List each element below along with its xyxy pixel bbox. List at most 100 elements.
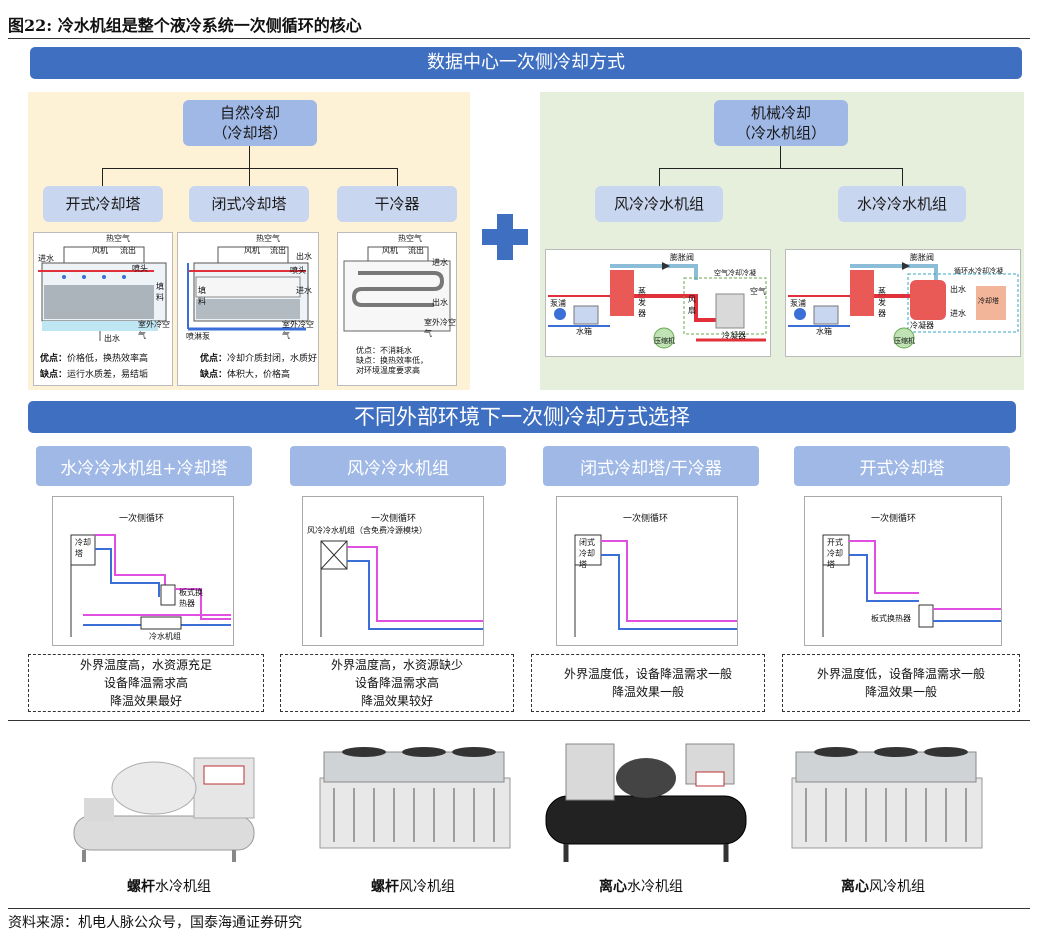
option-title-1: 水冷冷水机组+冷却塔 [36,446,252,486]
label-out: 流出 [120,246,136,255]
section2-banner: 不同外部环境下一次侧冷却方式选择 [28,401,1016,433]
label-chiller: 冷水机组 [149,632,181,641]
label-expansion-valve: 膨胀阀 [910,253,934,262]
product-label-4: 离心风冷机组 [841,879,925,895]
label-cooling-tower: 冷却塔 [75,538,91,558]
label-open-tower: 开式冷却塔 [827,538,843,569]
label-cold-air: 室外冷空气 [282,320,314,340]
note-line: 外界温度低，设备降温需求一般 [563,667,732,681]
label-water-condenser: 循环水冷却冷凝 [954,267,1003,275]
label-water-in: 进水 [38,254,54,263]
label-evaporator: 蒸发器 [878,287,886,318]
label-nozzle: 喷头 [290,266,306,275]
connector [902,168,903,186]
label-spray-pump: 喷淋泵 [186,332,210,341]
diagram-title: 一次侧循环 [871,514,917,524]
option-diagram-3: 一次侧循环 闭式冷却塔 [556,496,738,646]
note-line: 设备降温需求高 [354,676,439,690]
label-water-out: 出水 [104,334,120,343]
label-plate-exchanger: 板式换热器 [179,588,203,608]
diagram-title: 一次侧循环 [371,514,417,524]
label-water-out: 出水 [432,298,448,307]
dry-cooler-diagram [343,246,451,332]
air-chiller-card: 膨胀阀 空气冷却冷凝 泵浦 水箱 蒸发器 风扇 冷凝器 压缩机 空气 [545,249,771,357]
dry-cooler-pros: 优点：不消耗水 [356,346,412,355]
natural-cooling-root: 自然冷却 （冷却塔） [183,100,317,146]
open-tower-cons: 缺点：运行水质差，易结垢 [40,370,149,380]
closed-tower-node: 闭式冷却塔 [189,186,309,222]
option-note-2: 外界温度高，水资源缺少 设备降温需求高 降温效果较好 [280,654,514,712]
figure-title: 图22: 冷水机组是整个液冷系统一次侧循环的核心 [8,16,362,35]
connector [780,146,781,168]
note-line: 外界温度高，水资源充足 [79,658,212,672]
label-tank: 水箱 [816,327,832,336]
title-divider [8,38,1030,39]
label-hot-air: 热空气 [106,234,130,243]
closed-tower-card: 热空气 风机 流出 出水 喷头 填料 进水 喷淋泵 室外冷空气 优点：冷却介质封… [177,232,319,386]
dry-cooler-cons: 缺点：换热效率低， [356,356,428,365]
label-hot-air: 热空气 [256,234,280,243]
section-divider [8,720,1030,721]
label-condenser: 冷凝器 [910,321,934,330]
label-compressor: 压缩机 [894,337,915,345]
label-expansion-valve: 膨胀阀 [670,253,694,262]
dry-cooler-node: 干冷器 [337,186,457,222]
label-hot-air: 热空气 [398,234,422,243]
note-line: 设备降温需求高 [103,676,188,690]
label-water-out: 出水 [950,285,966,294]
option-note-4: 外界温度低，设备降温需求一般 降温效果一般 [782,654,1020,712]
label-evaporator: 蒸发器 [638,287,646,318]
source-note: 资料来源：机电人脉公众号，国泰海通证券研究 [8,915,302,931]
air-chiller-node: 风冷冷水机组 [595,186,723,222]
label-compressor: 压缩机 [654,337,675,345]
label-condenser: 冷凝器 [722,331,746,340]
label-cold-air: 室外冷空气 [424,318,456,338]
note-line: 外界温度低，设备降温需求一般 [816,667,985,681]
note-line: 外界温度高，水资源缺少 [330,658,463,672]
connector [249,168,250,186]
water-chiller-card: 膨胀阀 循环水冷却冷凝 泵浦 水箱 蒸发器 出水 进水 冷凝器 冷却塔 压缩机 [785,249,1021,357]
label-air-condenser: 空气冷却冷凝 [714,269,756,277]
option-note-3: 外界温度低，设备降温需求一般 降温效果一般 [531,654,765,712]
label-fan: 风机 [244,246,260,255]
label-tank: 水箱 [576,327,592,336]
label-pump: 泵浦 [550,299,566,308]
label-out: 流出 [270,246,286,255]
label-plate-exchanger: 板式换热器 [871,614,911,623]
diagram-title: 一次侧循环 [623,514,669,524]
label-water-in: 进水 [432,258,448,267]
plus-icon [482,214,528,260]
product-label-2: 螺杆风冷机组 [371,879,455,895]
option-title-4: 开式冷却塔 [794,446,1010,486]
note-line: 降温效果一般 [611,685,684,699]
air-chiller-diagram [548,262,767,349]
water-chiller-diagram [788,262,1019,349]
open-tower-diagram [38,246,167,341]
dry-cooler-label: 干冷器 [374,195,420,213]
connector [397,168,398,186]
natural-cooling-title: 自然冷却 [219,104,280,122]
mechanical-cooling-title: 机械冷却 [750,104,811,122]
label-air-chiller: 风冷冷水机组（含免费冷源模块） [307,526,427,535]
label-cooling-tower: 冷却塔 [978,297,999,305]
closed-tower-cons: 缺点：体积大，价格高 [200,370,291,380]
product-label-1: 螺杆水冷机组 [127,879,211,895]
mechanical-cooling-root: 机械冷却 （冷水机组） [714,100,848,146]
air-chiller-label: 风冷冷水机组 [613,195,704,213]
label-air: 空气 [750,287,766,296]
footer-divider [8,908,1030,909]
label-fill: 填料 [198,286,206,306]
connector [659,168,903,169]
label-closed-tower: 闭式冷却塔 [579,538,595,569]
label-water-in: 进水 [950,309,966,318]
open-tower-card: 热空气 风机 流出 进水 喷头 填料 出水 室外冷空气 优点：价格低，换热效率高… [33,232,173,386]
label-fan: 风机 [382,246,398,255]
note-line: 降温效果一般 [864,685,937,699]
open-tower-node: 开式冷却塔 [43,186,163,222]
section1-banner: 数据中心一次侧冷却方式 [30,47,1022,79]
product-label-3: 离心水冷机组 [599,879,683,895]
label-fill: 填料 [156,282,164,302]
screw-air-chiller-image [319,747,511,849]
closed-tower-pros: 优点：冷却介质封闭，水质好 [200,354,318,364]
open-tower-pros: 优点：价格低，换热效率高 [40,354,149,364]
